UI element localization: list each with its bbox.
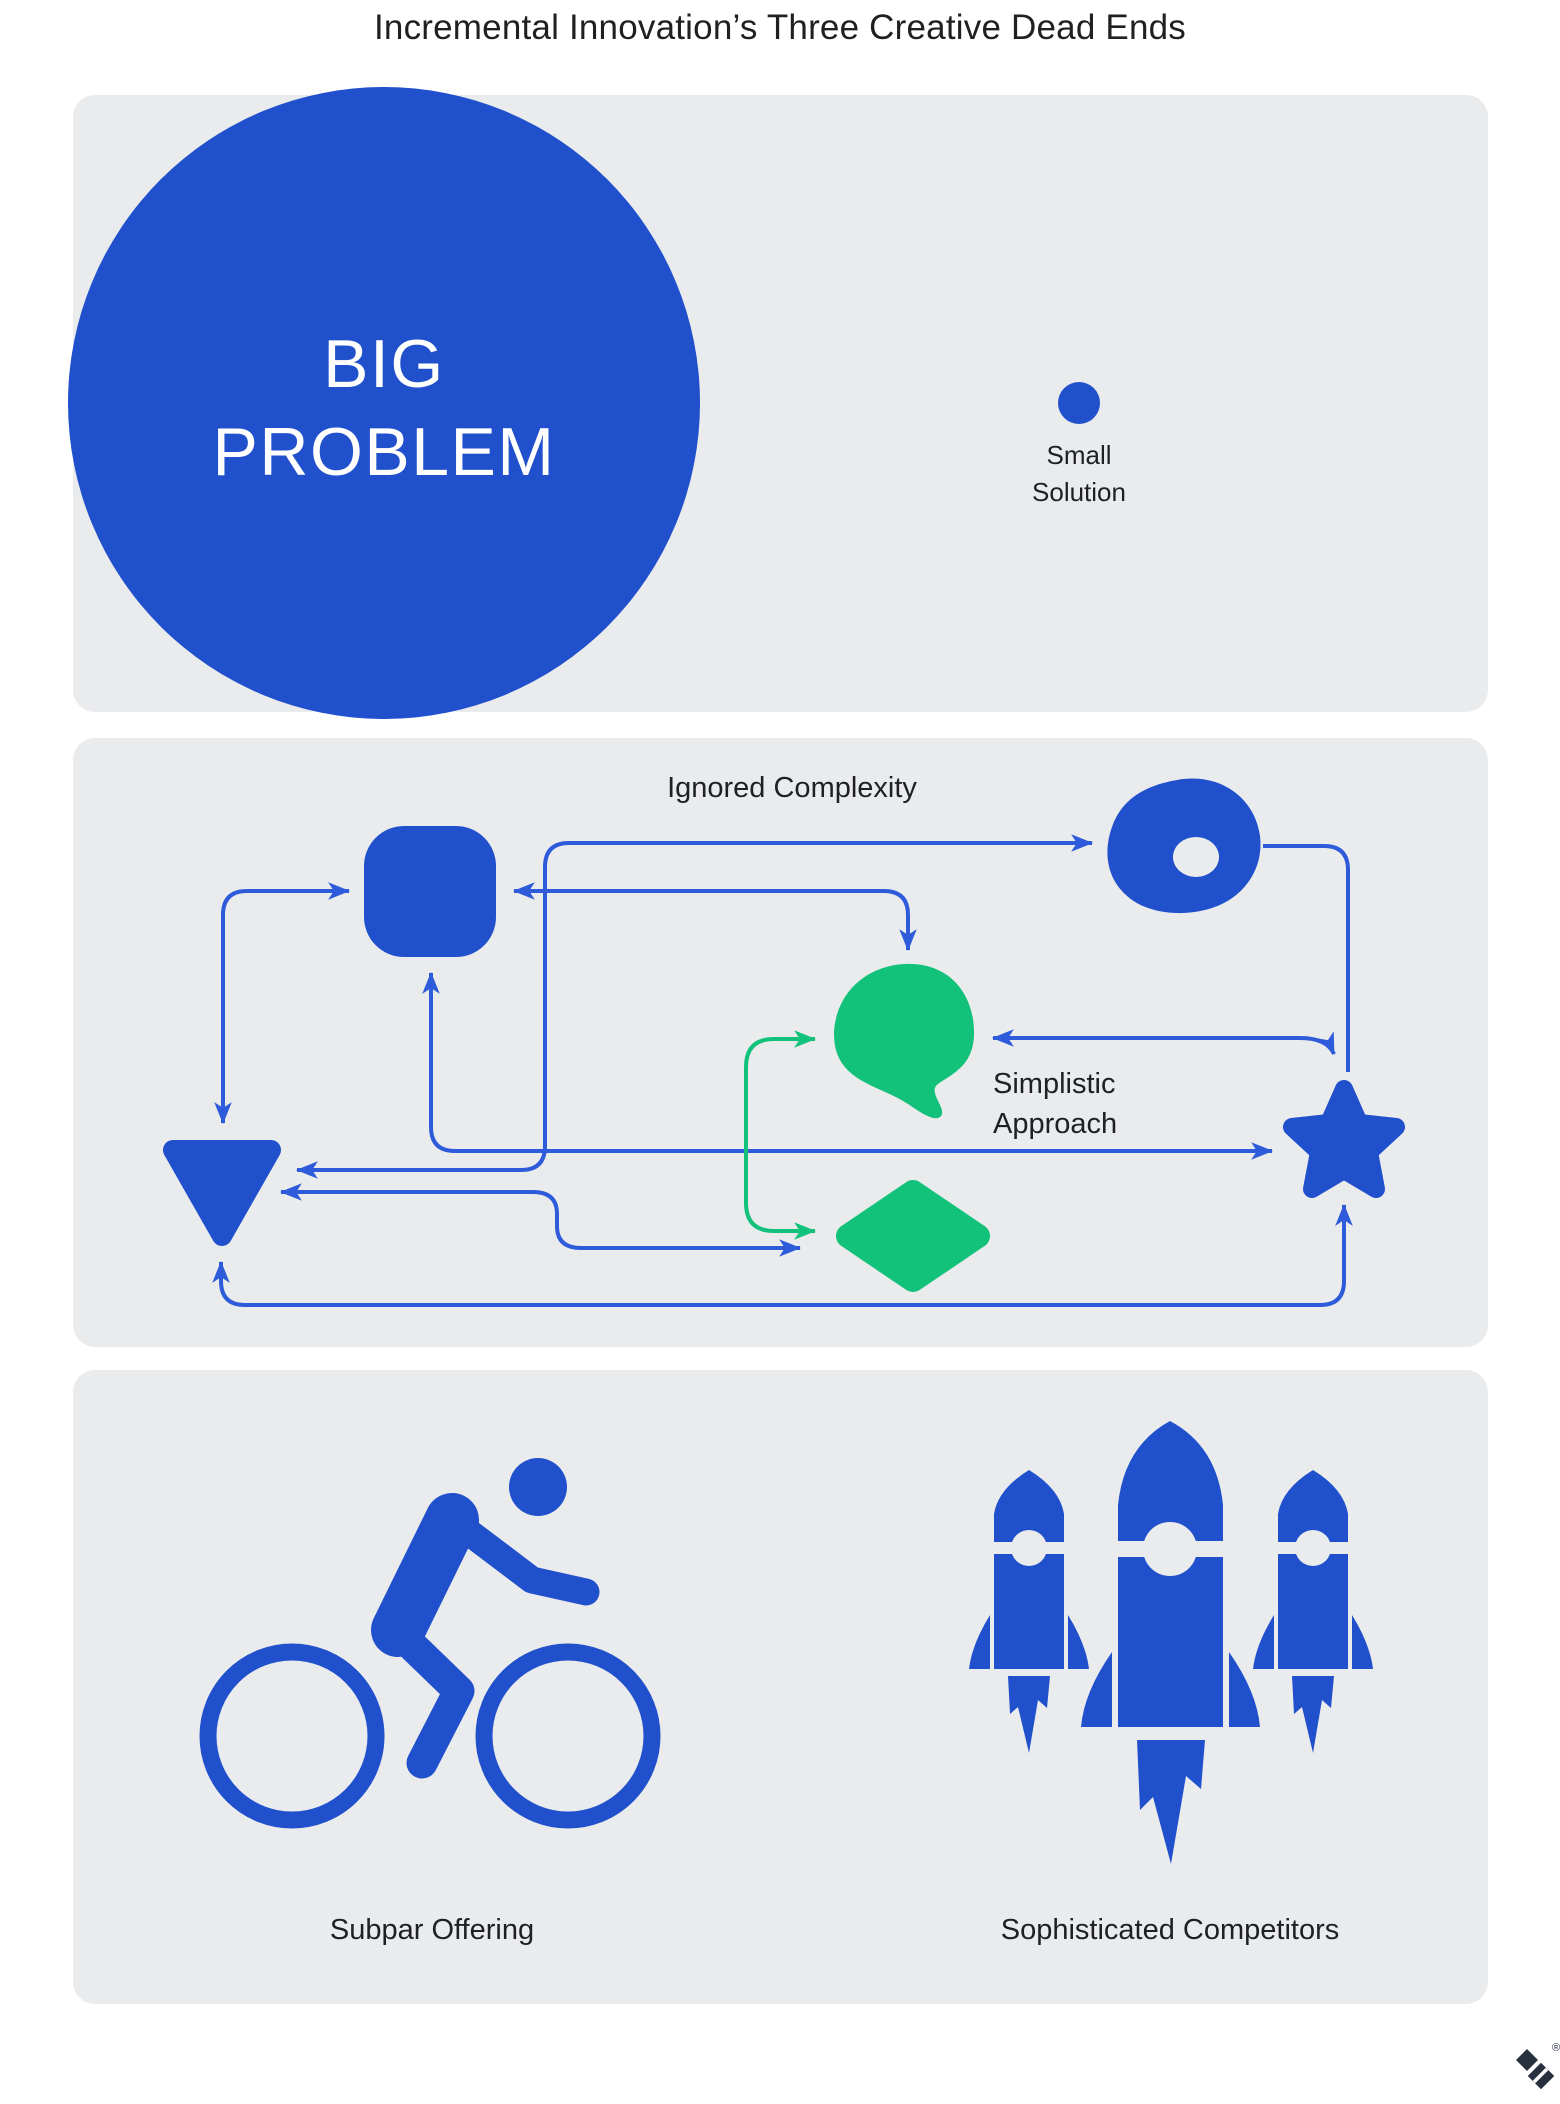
big-problem-line2: PROBLEM (212, 414, 556, 490)
organic-blob-shape (1107, 778, 1261, 914)
big-problem-label: BIG PROBLEM (134, 320, 634, 496)
connector-blob-star (1263, 844, 1350, 1072)
connector-blob-triangle (295, 834, 1094, 1179)
connector-triangle-star-bottom (212, 1203, 1353, 1307)
ignored-complexity-label: Ignored Complexity (667, 772, 917, 804)
big-problem-line1: BIG (323, 326, 445, 402)
rockets-icon (969, 1421, 1373, 1864)
connector-triangle-diamond (279, 1183, 802, 1257)
connector-arrows (212, 834, 1353, 1307)
page-title: Incremental Innovation’s Three Creative … (373, 8, 1186, 47)
small-solution-dot (1058, 382, 1100, 424)
small-solution-line2: Solution (1032, 477, 1126, 507)
sophisticated-competitors-label: Sophisticated Competitors (1000, 1914, 1340, 1946)
cyclist-icon (199, 1458, 661, 1829)
green-blob-shape (834, 963, 975, 1119)
big-problem-circle (68, 87, 700, 719)
simplistic-approach-line2: Approach (993, 1108, 1118, 1140)
simplistic-approach-label: Simplistic Approach (993, 1064, 1273, 1144)
triangle-shape (163, 1140, 281, 1246)
subpar-offering-label: Subpar Offering (329, 1914, 535, 1946)
green-diamond-shape (836, 1180, 990, 1292)
brand-logo-icon (1516, 2049, 1558, 2093)
registered-trademark-symbol: ® (1552, 2042, 1560, 2054)
connector-green-blob-diamond (744, 1030, 817, 1240)
small-solution-label: Small Solution (979, 437, 1179, 511)
star-shape (1283, 1080, 1405, 1198)
panel-outcomes (73, 1370, 1488, 2004)
simplistic-approach-line1: Simplistic (993, 1068, 1116, 1100)
rounded-square-shape (364, 826, 496, 957)
connector-greenblob-star (991, 1029, 1336, 1056)
small-solution-line1: Small (1046, 440, 1112, 470)
connector-squircle-greenblob (512, 882, 917, 952)
connector-squircle-triangle (214, 882, 351, 1125)
